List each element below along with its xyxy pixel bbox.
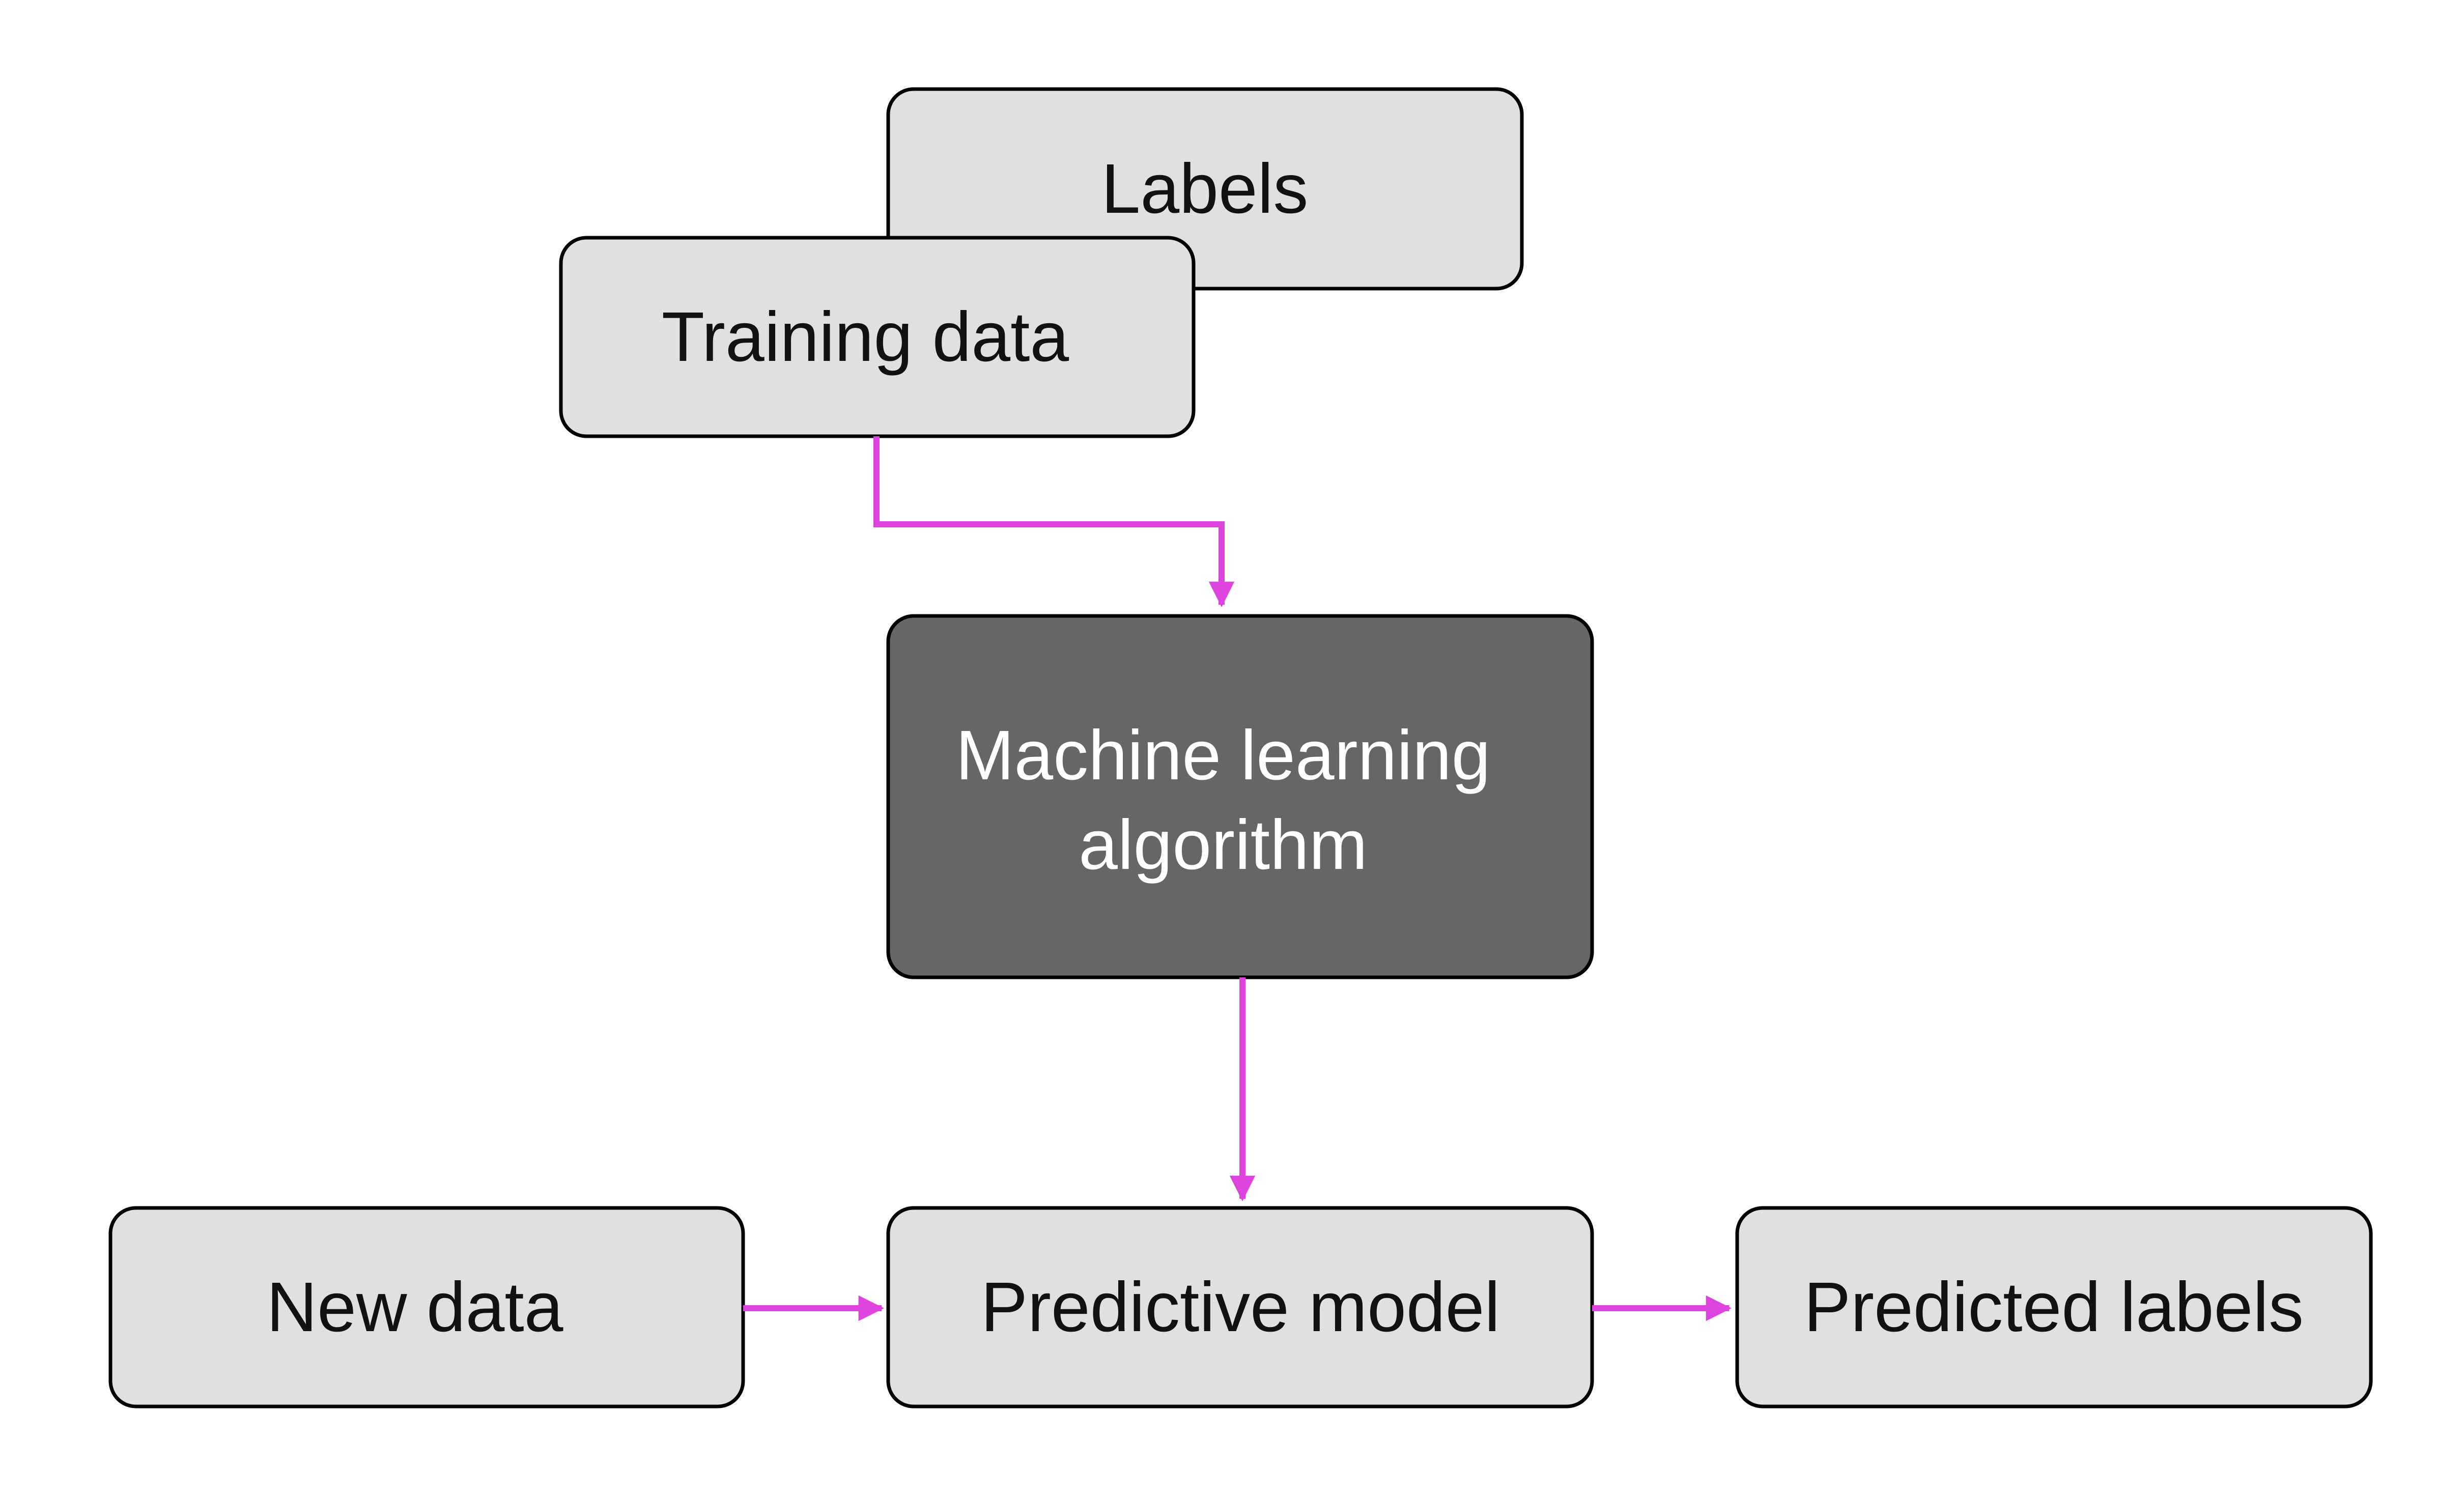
predictive-model-text: Predictive model xyxy=(981,1268,1500,1346)
ml-algorithm-node: Machine learning algorithm xyxy=(886,614,1594,979)
ml-algorithm-box xyxy=(886,614,1594,979)
predicted-labels-node: Predicted labels xyxy=(1735,1206,2373,1409)
predictive-model-node: Predictive model xyxy=(886,1206,1594,1409)
ml-algorithm-text-line2: algorithm xyxy=(1079,806,1368,884)
predicted-labels-box xyxy=(1735,1206,2373,1409)
labels-text: Labels xyxy=(1101,150,1309,228)
training-data-text: Training data xyxy=(662,298,1069,376)
ml-algorithm-text-line1: Machine learning xyxy=(956,716,1491,795)
new-data-node: New data xyxy=(108,1206,745,1409)
predicted-labels-text: Predicted labels xyxy=(1804,1268,2304,1346)
new-data-text: New data xyxy=(267,1268,563,1346)
arrow-training-to-algorithm xyxy=(873,436,1235,608)
training-data-node: Training data xyxy=(559,236,1196,438)
